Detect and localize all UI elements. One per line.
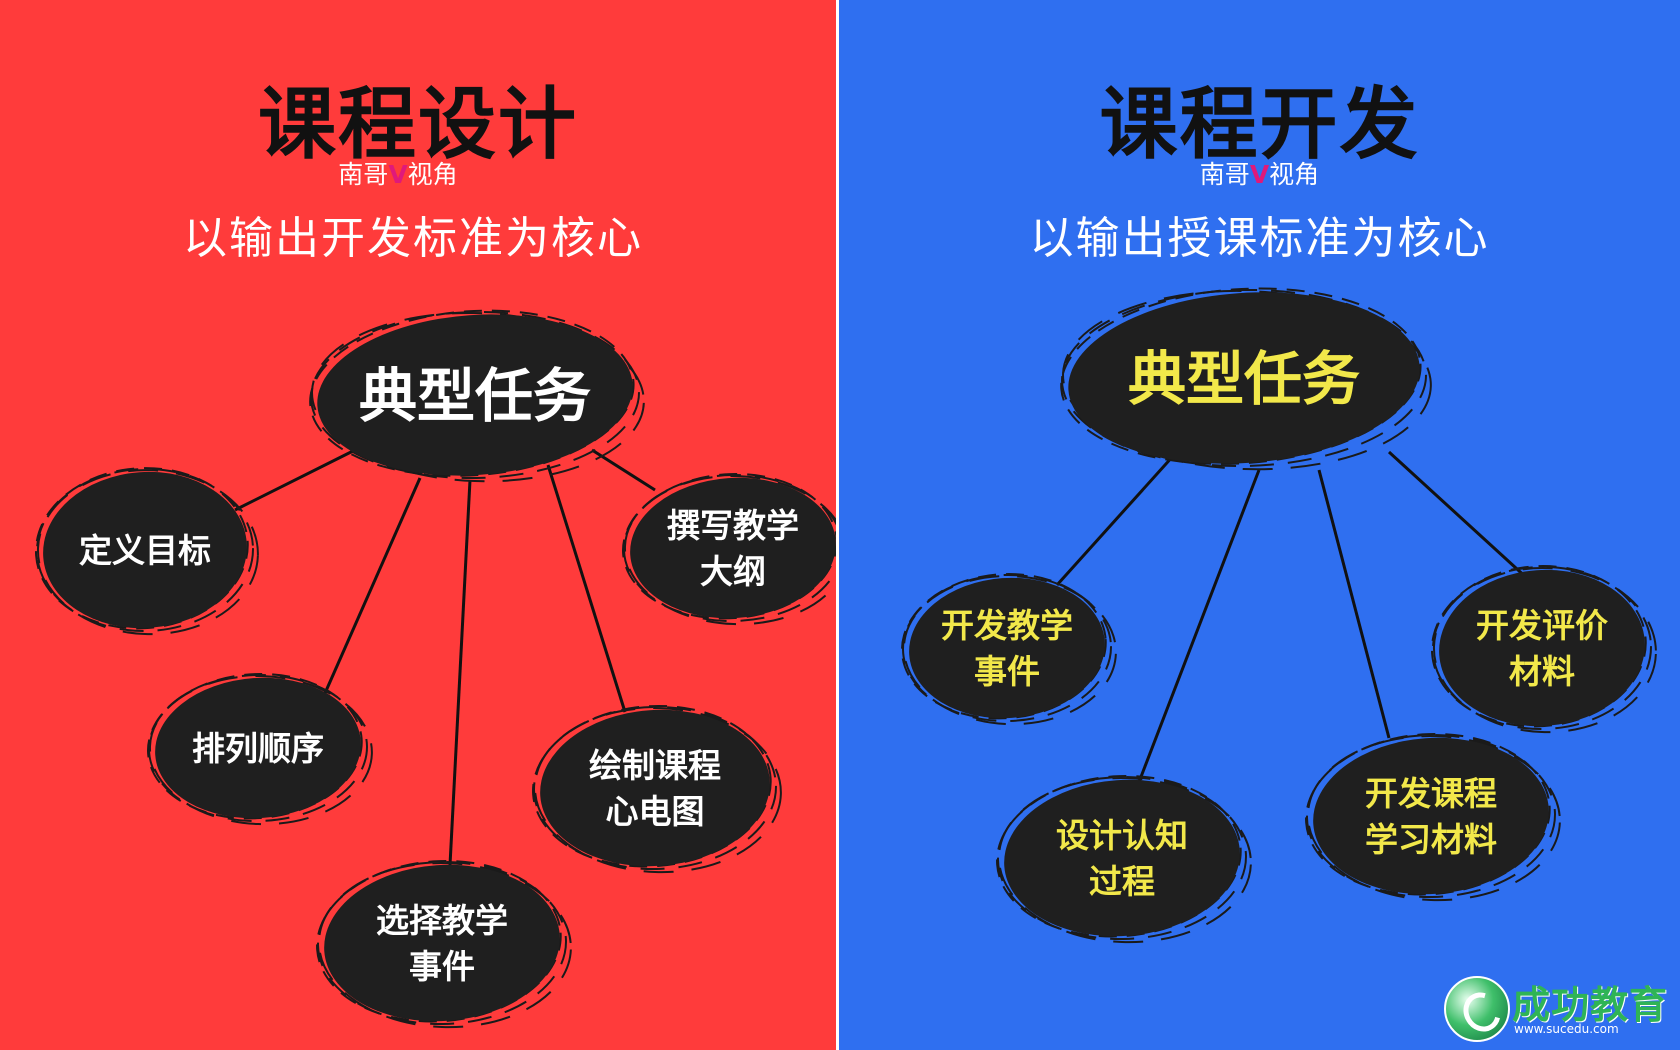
left-center-node-ellipse bbox=[317, 314, 633, 476]
right-task-node-1-scribble bbox=[902, 575, 1117, 726]
right-task-node-4-scribble bbox=[1432, 567, 1657, 734]
right-task-node-4-label-line: 材料 bbox=[1509, 652, 1575, 691]
right-panel: 典型任务开发教学事件设计认知过程开发课程学习材料开发评价材料 课程开发 南哥V视… bbox=[839, 0, 1680, 1050]
right-task-node-1-label-line: 开发教学 bbox=[941, 606, 1073, 645]
left-task-node-3-label-line: 选择教学 bbox=[376, 901, 508, 940]
left-connector-1 bbox=[234, 448, 356, 512]
left-center-node-scribble bbox=[310, 310, 640, 480]
right-task-node-1-label-line: 事件 bbox=[974, 652, 1040, 691]
left-center-node-scribble bbox=[311, 311, 645, 483]
left-task-node-3-ellipse bbox=[324, 864, 560, 1022]
left-brand-v: V bbox=[388, 160, 408, 189]
right-brand-suffix: 视角 bbox=[1269, 160, 1320, 189]
logo-globe-icon bbox=[1444, 976, 1510, 1042]
right-task-node-4-scribble bbox=[1430, 565, 1647, 728]
left-task-node-5-scribble bbox=[623, 475, 836, 626]
left-center-node-label-line: 典型任务 bbox=[359, 362, 591, 430]
left-brand: 南哥V视角 bbox=[0, 155, 796, 191]
right-task-node-1-scribble bbox=[902, 573, 1112, 723]
right-task-node-3-label-line: 学习材料 bbox=[1365, 820, 1497, 859]
left-task-node-3-scribble bbox=[317, 862, 572, 1029]
right-task-node-3-scribble bbox=[1305, 732, 1551, 896]
right-center-node-label-line: 典型任务 bbox=[1128, 345, 1360, 413]
right-task-node-4-scribble bbox=[1432, 565, 1652, 731]
left-task-node-2-label-line: 排列顺序 bbox=[192, 729, 324, 768]
left-task-node-1-scribble bbox=[36, 467, 254, 633]
right-brand: 南哥V视角 bbox=[839, 155, 1680, 191]
left-brand-suffix: 视角 bbox=[407, 160, 458, 189]
right-task-node-3-label-line: 开发课程 bbox=[1365, 774, 1497, 813]
left-task-node-1-scribble bbox=[36, 469, 259, 636]
left-subtitle: 以输出开发标准为核心 bbox=[183, 213, 643, 264]
left-center-node: 典型任务 bbox=[309, 309, 645, 483]
right-background bbox=[839, 0, 1680, 1050]
right-task-node-1-scribble bbox=[900, 573, 1107, 720]
right-title: 课程开发 bbox=[1099, 80, 1420, 170]
left-panel: 典型任务定义目标排列顺序选择教学事件绘制课程心电图撰写教学大纲 课程设计 南哥V… bbox=[0, 0, 836, 1050]
right-task-node-2-scribble bbox=[997, 775, 1247, 941]
left-title: 课程设计 bbox=[257, 80, 578, 170]
right-connector-4 bbox=[1387, 450, 1531, 582]
left-task-node-3-scribble bbox=[317, 860, 567, 1026]
left-task-node-4-scribble bbox=[533, 707, 782, 874]
left-task-node-4-scribble bbox=[532, 704, 772, 868]
left-task-node-1-label-line: 定义目标 bbox=[79, 531, 211, 570]
left-connector-4 bbox=[546, 464, 627, 713]
right-center-node-scribble bbox=[1061, 288, 1427, 468]
left-task-node-2: 排列顺序 bbox=[147, 673, 373, 826]
left-task-node-5-ellipse bbox=[630, 477, 836, 619]
watermark-text: 成功教育 bbox=[1512, 983, 1669, 1027]
left-task-node-3-scribble bbox=[316, 859, 562, 1023]
left-task-node-3-label-line: 事件 bbox=[409, 947, 475, 986]
right-task-node-2-ellipse bbox=[1004, 779, 1240, 937]
right-center-node: 典型任务 bbox=[1060, 287, 1432, 471]
left-task-node-1-ellipse bbox=[43, 471, 247, 629]
right-task-node-3-ellipse bbox=[1313, 737, 1549, 895]
right-brand-prefix: 南哥 bbox=[1199, 160, 1250, 189]
right-center-node-scribble bbox=[1062, 289, 1432, 471]
right-task-node-2-label-line: 过程 bbox=[1089, 862, 1155, 901]
right-task-node-3-scribble bbox=[1306, 735, 1561, 902]
right-center-node-ellipse bbox=[1068, 292, 1420, 464]
right-task-node-4-ellipse bbox=[1439, 569, 1645, 727]
left-task-node-4-ellipse bbox=[540, 709, 770, 867]
left-connector-2 bbox=[320, 477, 422, 701]
left-task-node-4-scribble bbox=[533, 705, 777, 871]
left-brand-prefix: 南哥 bbox=[338, 160, 389, 189]
left-connector-3 bbox=[448, 479, 472, 866]
right-connector-3 bbox=[1317, 469, 1391, 739]
left-task-node-2-scribble bbox=[148, 675, 373, 826]
left-task-node-1: 定义目标 bbox=[34, 467, 259, 636]
right-brand-v: V bbox=[1249, 160, 1270, 189]
left-task-node-2-ellipse bbox=[155, 677, 361, 819]
left-task-node-1-scribble bbox=[34, 467, 249, 630]
right-task-node-2-scribble bbox=[996, 774, 1242, 938]
watermark-logo: 成功教育 www.sucedu.com bbox=[1440, 972, 1670, 1042]
left-task-node-4-label-line: 绘制课程 bbox=[589, 746, 721, 785]
right-connector-1 bbox=[1055, 453, 1176, 587]
right-task-node-3-scribble bbox=[1306, 733, 1556, 899]
right-task-node-2-label-line: 设计认知 bbox=[1056, 816, 1188, 855]
panel-divider bbox=[836, 0, 839, 1050]
left-task-node-5-label-line: 撰写教学 bbox=[667, 506, 799, 545]
watermark-url: www.sucedu.com bbox=[1514, 1022, 1619, 1036]
right-task-node-2-scribble bbox=[997, 777, 1252, 944]
left-task-node-4-label-line: 心电图 bbox=[606, 792, 705, 831]
right-subtitle: 以输出授课标准为核心 bbox=[1029, 213, 1490, 264]
right-task-node-1-ellipse bbox=[909, 577, 1105, 719]
left-task-node-5-label-line: 大纲 bbox=[700, 552, 766, 591]
right-connector-2 bbox=[1137, 469, 1261, 783]
right-task-node-4-label-line: 开发评价 bbox=[1476, 606, 1608, 645]
